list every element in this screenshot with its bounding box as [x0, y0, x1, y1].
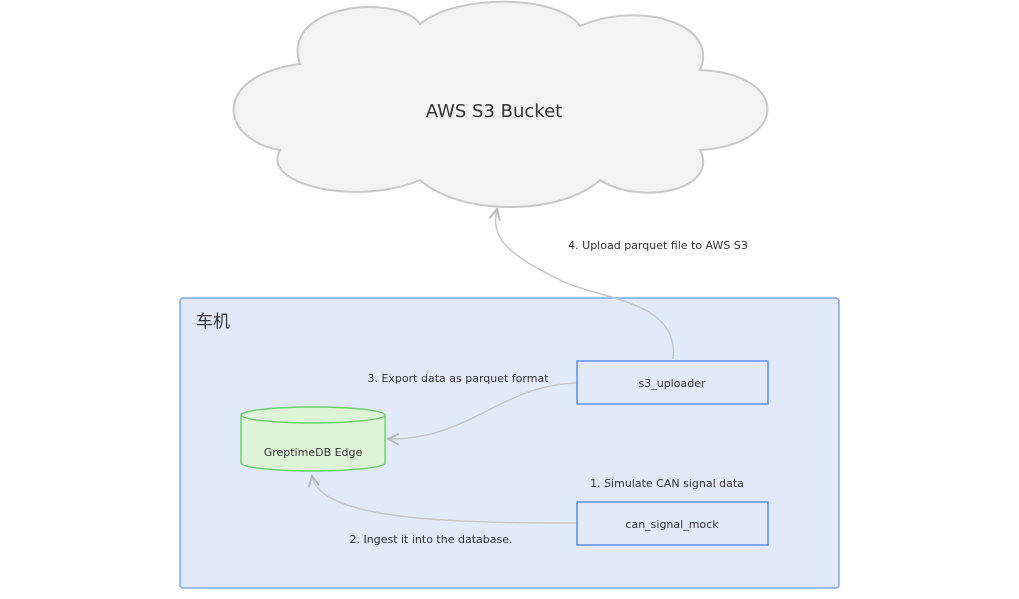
can-signal-mock-node[interactable]: can_signal_mock — [576, 501, 769, 546]
export-edge-label: 3. Export data as parquet format — [367, 372, 549, 385]
ingest-edge — [312, 476, 578, 524]
upload-edge-label: 4. Upload parquet file to AWS S3 — [568, 239, 748, 252]
ingest-edge-label: 2. Ingest it into the database. — [350, 533, 513, 546]
uploader-label: s3_uploader — [639, 377, 706, 390]
group-title: 车机 — [196, 312, 230, 332]
export-edge — [388, 382, 578, 439]
cloud-label: AWS S3 Bucket — [426, 101, 562, 122]
s3-bucket-cloud: AWS S3 Bucket — [232, 0, 769, 208]
simulate-edge-label: 1. Simulate CAN signal data — [590, 477, 744, 490]
mock-label: can_signal_mock — [625, 518, 719, 531]
upload-edge — [496, 209, 674, 360]
greptimedb-edge-database[interactable]: GreptimeDB Edge — [240, 406, 386, 472]
database-label: GreptimeDB Edge — [264, 446, 363, 459]
s3-uploader-node[interactable]: s3_uploader — [576, 360, 769, 405]
